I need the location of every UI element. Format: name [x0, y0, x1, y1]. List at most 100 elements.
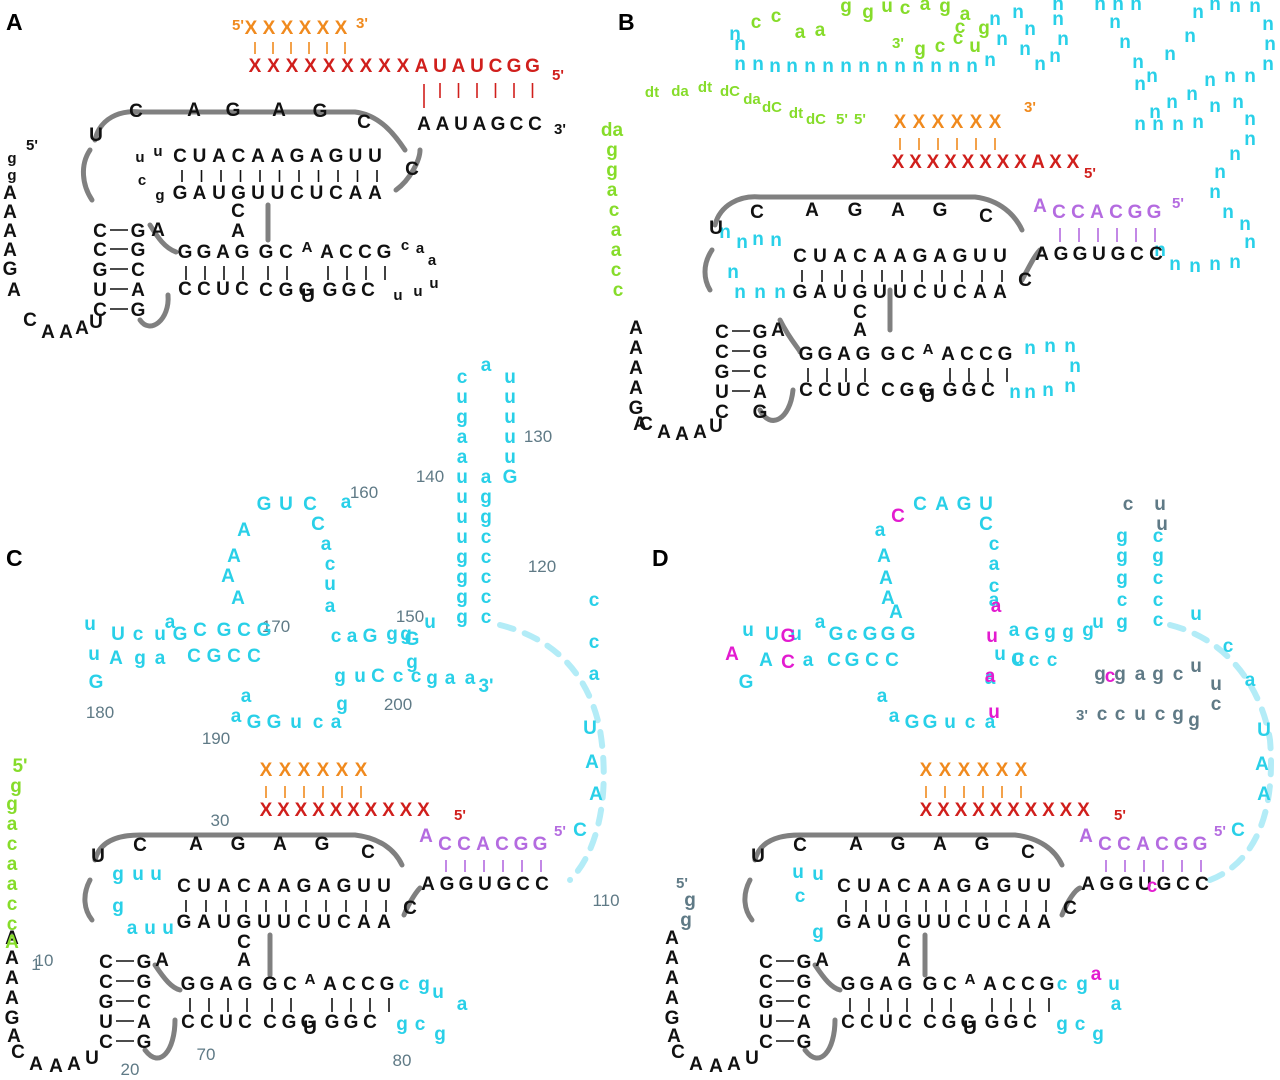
stem-nt: G: [380, 974, 395, 995]
core-nt: G: [297, 876, 312, 897]
helix-nt: C: [1195, 874, 1209, 895]
cyan-nt: c: [989, 576, 1000, 597]
loop-nt: G: [975, 834, 990, 855]
substrate-nt: X: [977, 760, 990, 781]
purple-nt: A: [476, 834, 490, 855]
cyan-nt: g: [406, 652, 418, 673]
cyan-nt: u: [88, 644, 100, 665]
cyan-nt: U: [979, 494, 993, 515]
strand-nt: U: [85, 1048, 99, 1069]
backbone-link-b: [777, 317, 803, 355]
n-nt: n: [1057, 29, 1069, 50]
five-prime-label: 5': [12, 756, 27, 777]
substrate-nt: X: [317, 18, 330, 39]
loop-nt: G: [891, 834, 906, 855]
substrate-nt: A: [415, 56, 429, 77]
five-prime-label: 5': [554, 823, 566, 840]
helix-nt: C: [1176, 874, 1190, 895]
cyan-nt: g: [812, 922, 824, 943]
n-nt: n: [1244, 66, 1256, 87]
stem-nt: C: [759, 952, 773, 973]
position-number: 200: [384, 695, 412, 714]
backbone-left-c: [82, 877, 95, 923]
helix-nt: G: [497, 874, 512, 895]
stem-nt: G: [1004, 1012, 1019, 1033]
ligand-nt: c: [935, 36, 946, 57]
cyan-nt: c: [589, 590, 600, 611]
grey-nt: g: [684, 890, 696, 911]
n-nt: n: [1209, 182, 1221, 203]
cyan-nt: C: [1011, 650, 1025, 671]
ligand-nt: dt: [789, 105, 803, 122]
strand-nt: A: [665, 948, 679, 969]
cyan-nt: c: [1057, 974, 1068, 995]
stem-nt: G: [137, 952, 152, 973]
stem-nt: U: [879, 1012, 893, 1033]
core-nt: U: [310, 183, 324, 204]
core-nt: A: [349, 183, 363, 204]
core-nt: C: [897, 932, 911, 953]
cyan-nt: g: [1082, 620, 1094, 641]
cyan-nt: c: [1047, 650, 1058, 671]
three-prime-label: 3': [478, 676, 493, 697]
strand-nt: A: [675, 424, 689, 445]
stem-nt: U: [219, 1012, 233, 1033]
core-nt: G: [177, 912, 192, 933]
core-nt: U: [197, 876, 211, 897]
green-nt: c: [7, 834, 18, 855]
stem-nt: G: [131, 240, 146, 261]
cyan-nt: c: [325, 554, 336, 575]
cyan-nt: g: [480, 507, 492, 528]
backbone-right-d: [1059, 885, 1083, 918]
position-number: 180: [86, 703, 114, 722]
substrate-nt: X: [365, 800, 378, 821]
stem-nt: U: [837, 380, 851, 401]
substrate-nt: X: [335, 18, 348, 39]
cyan-nt: c: [1075, 1014, 1086, 1035]
stem-nt: G: [923, 974, 938, 995]
cyan-nt: g: [456, 407, 468, 428]
ligand-nt: a: [795, 22, 806, 43]
loop-nt: U: [709, 218, 723, 239]
stem-nt: A: [837, 344, 851, 365]
cyan-nt: u: [456, 467, 468, 488]
cyan-nt: G: [1025, 624, 1040, 645]
ligand-nt: g: [606, 140, 618, 161]
stem-nt: U: [301, 286, 315, 307]
position-number: 170: [262, 617, 290, 636]
stem-nt: C: [981, 380, 995, 401]
grey-nt: u: [1154, 494, 1166, 515]
cyan-nt: c: [1029, 650, 1040, 671]
cyan-nt: c: [965, 712, 976, 733]
strand-nt: U: [745, 1048, 759, 1069]
core-nt: U: [317, 912, 331, 933]
n-nt: n: [1222, 202, 1234, 223]
substrate-nt: U: [470, 56, 484, 77]
cyan-nt: C: [913, 494, 927, 515]
grey-nt: c: [1115, 704, 1126, 725]
stem-nt: C: [841, 1012, 855, 1033]
core-nt: A: [813, 282, 827, 303]
core-nt: U: [937, 912, 951, 933]
substrate-nt: X: [295, 800, 308, 821]
ligand-nt: c: [611, 260, 622, 281]
cyan-nt: u: [994, 644, 1006, 665]
core-nt: U: [277, 912, 291, 933]
cyan-nt: u: [812, 864, 824, 885]
backbone-right-a: [393, 147, 423, 193]
core-nt: U: [813, 246, 827, 267]
cyan-nt: G: [829, 624, 844, 645]
cyan-nt: g: [1116, 526, 1128, 547]
stem-nt: A: [797, 1012, 811, 1033]
stem-nt: c: [401, 237, 409, 254]
stem-nt: G: [797, 952, 812, 973]
stem-nt: A: [941, 344, 955, 365]
five-prime-label: 5': [232, 17, 244, 34]
stem-nt: G: [259, 242, 274, 263]
cyan-nt: a: [815, 612, 826, 633]
grey-nt: g: [680, 910, 692, 931]
helix-nt: A: [417, 114, 431, 135]
core-nt: C: [237, 932, 251, 953]
substrate-nt: X: [382, 800, 395, 821]
